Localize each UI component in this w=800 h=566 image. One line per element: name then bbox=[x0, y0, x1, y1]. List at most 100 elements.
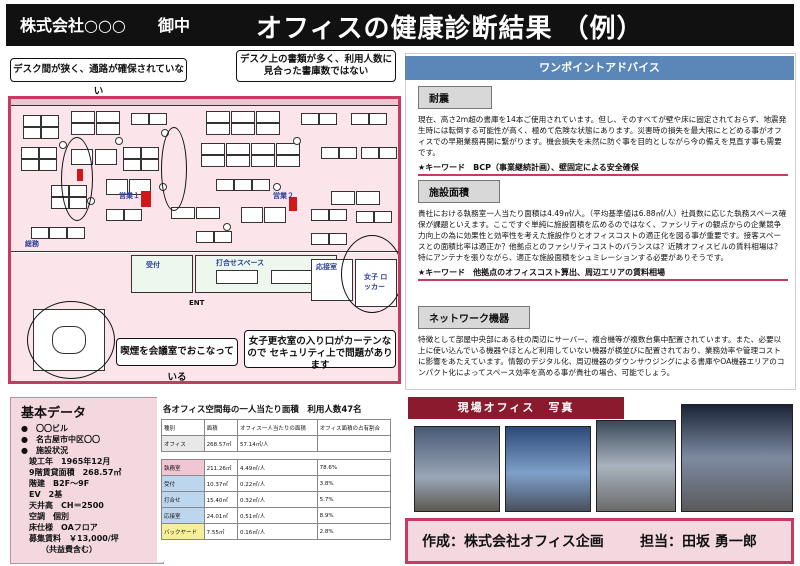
desk bbox=[331, 191, 355, 205]
table-cell: 2.8% bbox=[316, 523, 392, 540]
label-sales1: 営業１ bbox=[119, 192, 140, 200]
table-row: バックヤード 7.55㎡ 0.16㎡/人 2.8% bbox=[161, 523, 392, 540]
desk bbox=[95, 149, 117, 165]
desk bbox=[49, 227, 67, 239]
callout-changing: 女子更衣室の入り口がカーテンなので セキュリティ上で問題があります bbox=[244, 330, 396, 371]
advice-panel bbox=[405, 53, 796, 390]
basic-data-line: 竣工年 1965年12月 bbox=[21, 457, 111, 466]
table-row: 執務室 211.26㎡ 4.49㎡/人 78.6% bbox=[161, 459, 392, 476]
desk bbox=[149, 113, 167, 125]
desk bbox=[71, 123, 95, 135]
desk bbox=[216, 179, 234, 191]
basic-data-line: 9階賃貸面積 268.57㎡ bbox=[21, 468, 122, 477]
desk bbox=[141, 147, 159, 159]
desk bbox=[369, 113, 387, 125]
desk bbox=[21, 147, 39, 159]
section-body: 特徴として部屋中央部にある柱の周辺にサーバー、複合機等が複数台集中配置されていま… bbox=[418, 335, 785, 377]
desk bbox=[123, 159, 141, 171]
footer-contact: 担当：田坂 勇一郎 bbox=[640, 534, 757, 550]
server-mark bbox=[141, 191, 151, 207]
desk bbox=[256, 123, 280, 135]
callout-desk-docs: デスク上の書類が多く、利用人数に見合った書庫数ではない bbox=[236, 50, 396, 82]
desk bbox=[96, 111, 120, 123]
section-body: 現在、高さ2m超の書庫を14本ご使用されています。但し、そのすべてが壁や床に固定… bbox=[418, 115, 787, 157]
desk bbox=[196, 231, 214, 243]
chair bbox=[293, 137, 301, 145]
section-keyword: ★キーワード 他拠点のオフィスコスト算出、周辺エリアの賃料相場 bbox=[418, 267, 788, 281]
chair bbox=[273, 183, 281, 191]
table-cell: 3.8% bbox=[316, 475, 392, 492]
callout-changing-text: 女子更衣室の入り口がカーテンなので セキュリティ上で問題があります bbox=[247, 336, 393, 371]
table-header-cell: 面積 bbox=[203, 419, 239, 436]
area-table-panel: 各オフィス空間毎の一人当たり面積 利用人数47名 種別 面積 オフィス一人当たり… bbox=[157, 397, 404, 562]
footer-credit: 作成：株式会社オフィス企画 担当：田坂 勇一郎 bbox=[405, 518, 794, 564]
plan-divider bbox=[11, 251, 398, 253]
section-body: 貴社における執務室一人当たり面積は4.49㎡/人。（平均基準値は6.88㎡/人）… bbox=[418, 209, 787, 262]
table-cell: 打合せ bbox=[161, 491, 205, 508]
table-cell: 268.57㎡ bbox=[203, 435, 239, 452]
desk bbox=[201, 143, 225, 155]
problem-marker-smoking bbox=[27, 301, 115, 379]
table-cell: 受付 bbox=[161, 475, 205, 492]
desk bbox=[41, 115, 59, 127]
desk bbox=[31, 227, 49, 239]
desk bbox=[39, 159, 57, 171]
table-row: 応接室 24.01㎡ 0.51㎡/人 8.9% bbox=[161, 507, 392, 524]
page-title: オフィスの健康診断結果 （例） bbox=[256, 14, 644, 44]
chair bbox=[223, 223, 231, 231]
desk bbox=[226, 143, 250, 155]
desk bbox=[171, 207, 195, 219]
desk bbox=[329, 209, 347, 221]
meeting-table bbox=[216, 270, 258, 284]
basic-data-title: 基本データ bbox=[21, 406, 87, 421]
table-cell: 7.55㎡ bbox=[203, 523, 239, 540]
section-title: ネットワーク機器 bbox=[418, 306, 530, 329]
advice-section-quake: 耐震 現在、高さ2m超の書庫を14本ご使用されています。但し、そのすべてが壁や床… bbox=[418, 86, 788, 176]
table-header-cell: 種別 bbox=[161, 419, 205, 436]
label-reception: 受付 bbox=[146, 261, 160, 269]
meeting-table bbox=[271, 270, 313, 284]
reception-area: 受付 bbox=[131, 255, 193, 293]
basic-data-line: EV 2基 bbox=[21, 490, 63, 499]
floor-plan: 営業１ 営業２ 総務 受付 打合せスペース 応接室 女子 ロッカー ENT bbox=[8, 96, 401, 384]
table-cell: バックヤード bbox=[161, 523, 205, 540]
company-name: 株式会社○○○ bbox=[20, 16, 126, 35]
desk bbox=[206, 123, 230, 135]
basic-data-line: 空調 個別 bbox=[21, 512, 69, 521]
desk bbox=[106, 209, 124, 221]
desk bbox=[231, 111, 255, 123]
desk bbox=[256, 111, 280, 123]
desk bbox=[311, 209, 329, 221]
footer-author: 作成：株式会社オフィス企画 bbox=[422, 534, 604, 550]
callout-aisle: デスク間が狭く、通路が確保されていない bbox=[10, 58, 187, 97]
basic-data-line: 階建 B2F～9F bbox=[21, 479, 90, 488]
desk bbox=[361, 147, 379, 159]
table-cell bbox=[316, 435, 392, 452]
table-cell: 57.14㎡/人 bbox=[237, 435, 318, 452]
basic-data-line: 床仕様 OAフロア bbox=[21, 523, 98, 532]
desk bbox=[206, 111, 230, 123]
desk bbox=[356, 191, 380, 205]
office-photo-4 bbox=[681, 404, 793, 512]
desk bbox=[214, 231, 232, 243]
table-cell: 執務室 bbox=[161, 459, 205, 476]
advice-section-network: ネットワーク機器 特徴として部屋中央部にある柱の周辺にサーバー、複合機等が複数台… bbox=[418, 306, 788, 378]
server-mark bbox=[289, 197, 297, 211]
desk bbox=[251, 143, 275, 155]
desk bbox=[276, 143, 300, 155]
desk bbox=[351, 113, 369, 125]
basic-data-line: 天井高 CH＝2500 bbox=[21, 501, 104, 510]
desk bbox=[264, 207, 286, 223]
desk bbox=[252, 179, 270, 191]
desk bbox=[131, 113, 149, 125]
desk bbox=[356, 211, 374, 223]
table-cell: 211.26㎡ bbox=[203, 459, 239, 476]
advice-section-area: 施設面積 貴社における執務室一人当たり面積は4.49㎡/人。（平均基準値は6.8… bbox=[418, 180, 788, 281]
desk bbox=[319, 113, 337, 125]
basic-data-line: （共益費含む） bbox=[21, 545, 97, 554]
desk bbox=[374, 211, 392, 223]
label-admin: 総務 bbox=[25, 240, 39, 248]
plan-wall bbox=[11, 99, 398, 106]
problem-marker-aisle bbox=[61, 137, 93, 221]
desk bbox=[106, 179, 128, 195]
